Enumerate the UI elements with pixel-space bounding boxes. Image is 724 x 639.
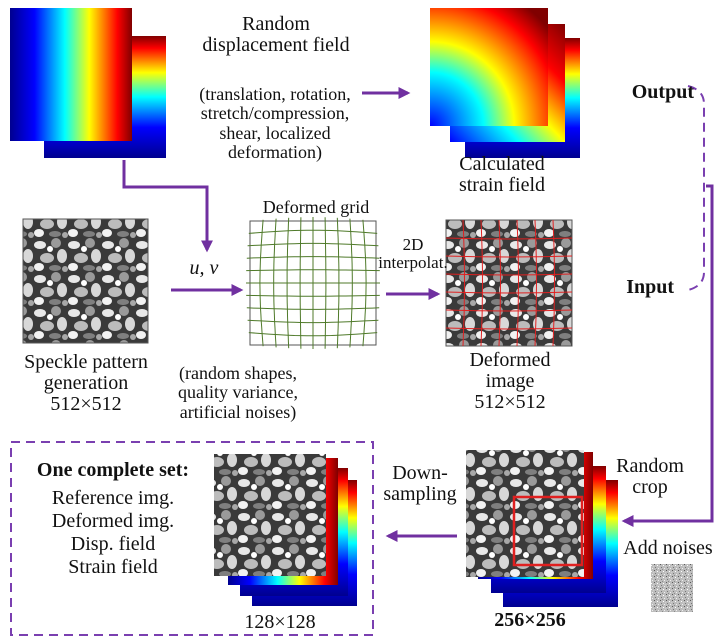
downsampled-size-label: 128×128 xyxy=(244,611,316,633)
grid-line xyxy=(362,219,367,347)
grid-line xyxy=(247,319,379,324)
grid-line xyxy=(349,218,353,348)
overlay-grid-line xyxy=(445,237,573,240)
output-input-bracket xyxy=(687,85,705,291)
speckle-pattern-image xyxy=(22,218,149,344)
speckle-caption: Speckle pattern generation 512×512 xyxy=(24,351,148,415)
output-label: Output xyxy=(631,81,694,103)
crop-size-label: 256×256 xyxy=(494,609,566,631)
arrow-to-crop xyxy=(621,184,714,527)
grid-line xyxy=(336,217,340,349)
dataset-title: One complete set: xyxy=(36,459,190,481)
overlay-grid-line xyxy=(534,219,537,347)
add-noises-label: Add noises xyxy=(623,537,713,559)
dataset-item: Reference img. xyxy=(51,487,175,509)
dataset-item: Disp. field xyxy=(70,533,156,555)
interpolation-label: 2D interpolat. xyxy=(378,235,448,273)
strain-field-stack xyxy=(430,8,580,158)
crop-box xyxy=(512,495,584,567)
deformed-image-caption: Deformed image 512×512 xyxy=(469,349,551,413)
overlay-grid-line xyxy=(445,255,573,258)
overlay-grid-line xyxy=(445,309,573,312)
grid-line xyxy=(246,307,380,310)
speckle-description: (random shapes, quality variance, artifi… xyxy=(178,363,298,422)
deformed-image xyxy=(445,219,573,347)
uv-label: u, v xyxy=(189,257,219,279)
overlay-grid-line xyxy=(445,291,573,294)
displacement-title: Random displacement field xyxy=(202,13,350,56)
input-label: Input xyxy=(626,276,674,298)
downsampling-label: Down- sampling xyxy=(383,462,457,505)
grid-line xyxy=(248,332,378,337)
noise-swatch xyxy=(651,564,693,612)
displacement-field-stack xyxy=(10,8,166,158)
overlay-grid-line xyxy=(445,273,573,276)
displacement-description: (translation, rotation, stretch/compress… xyxy=(199,84,351,163)
overlay-grid-line xyxy=(445,327,573,330)
dataset-item: Deformed img. xyxy=(51,510,175,532)
dataset-box xyxy=(10,441,374,636)
grid-line xyxy=(246,294,380,297)
overlay-grid-line xyxy=(552,219,555,347)
overlay-grid-line xyxy=(462,219,465,347)
arrow-displacement-to-grid xyxy=(122,160,213,253)
grid-line xyxy=(324,217,327,349)
downsampled-stack xyxy=(214,454,357,606)
overlay-grid-line xyxy=(498,219,501,347)
flow-arrows xyxy=(122,87,714,542)
strain-caption: Calculated strain field xyxy=(458,153,546,196)
overlay-grid-line xyxy=(516,219,519,347)
deformed-grid xyxy=(246,217,380,349)
dataset-item: Strain field xyxy=(68,556,158,578)
deformed-grid-title: Deformed grid xyxy=(262,197,370,217)
overlay-grid-line xyxy=(480,219,483,347)
random-crop-label: Random crop xyxy=(616,455,684,498)
cropped-stack xyxy=(466,450,618,607)
